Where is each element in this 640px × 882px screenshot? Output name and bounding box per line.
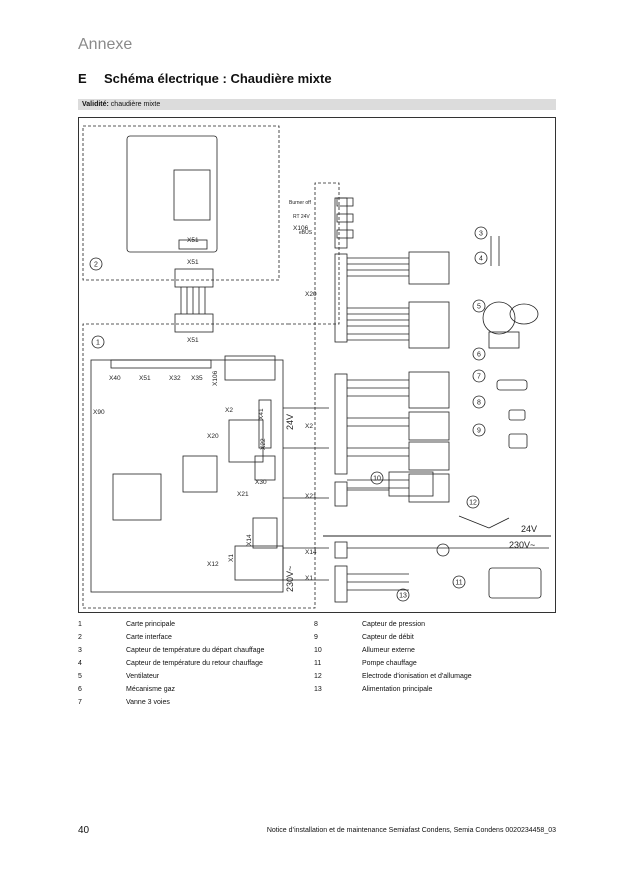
label-burner-off: Burner off xyxy=(289,200,311,206)
label-x32: X32 xyxy=(169,375,181,382)
label-x51-mid: X51 xyxy=(187,259,199,266)
label-ebus: eBUS xyxy=(299,230,313,236)
label-24v-board: 24V xyxy=(285,414,295,430)
label-230v-board: 230V~ xyxy=(285,566,295,592)
section-header: Annexe xyxy=(78,36,133,53)
callout-8: 8 xyxy=(477,400,481,407)
validity-value: chaudière mixte xyxy=(110,101,161,108)
label-x51-top: X51 xyxy=(187,237,199,244)
label-x20: X20 xyxy=(305,291,317,298)
label-x106-board: X106 xyxy=(212,370,219,386)
label-x1-board: X1 xyxy=(228,554,235,562)
label-x14: X14 xyxy=(305,549,317,556)
label-rt24v: RT 24V xyxy=(293,214,310,220)
wiring-diagram: X51 X51 X51 X40 X51 X32 X35 X106 X90 X2 … xyxy=(78,117,556,613)
label-x2: X2 xyxy=(305,423,313,430)
label-x22: X22 xyxy=(260,438,267,450)
label-x21-board: X21 xyxy=(237,491,249,498)
callout-7: 7 xyxy=(477,374,481,381)
interface-display xyxy=(173,169,211,221)
label-x41: X41 xyxy=(258,408,265,420)
footer-doc-title: Notice d’installation et de maintenance … xyxy=(266,827,556,834)
label-x51-bot: X51 xyxy=(187,337,199,344)
callout-10: 10 xyxy=(373,476,381,483)
label-24v-right: 24V xyxy=(521,524,537,534)
label-x106: X106 xyxy=(293,225,309,232)
callout-1: 1 xyxy=(96,340,100,347)
label-x20-board: X20 xyxy=(207,433,219,440)
label-x30: X30 xyxy=(255,479,267,486)
main-board xyxy=(90,359,284,593)
interface-board xyxy=(126,135,218,253)
section-letter: E xyxy=(78,71,87,86)
label-x14-board: X14 xyxy=(246,534,253,546)
callout-4: 4 xyxy=(479,256,483,263)
validity-bar: Validité: chaudière mixte xyxy=(78,99,556,110)
label-x90: X90 xyxy=(93,409,105,416)
label-x1: X1 xyxy=(305,575,313,582)
wiring-diagram-svg: X51 X51 X51 X40 X51 X32 X35 X106 X90 X2 … xyxy=(82,125,551,609)
label-x12: X12 xyxy=(207,561,219,568)
callout-3: 3 xyxy=(479,231,483,238)
callout-2: 2 xyxy=(94,262,98,269)
label-230v-right: 230V~ xyxy=(509,540,535,550)
label-x2-board: X2 xyxy=(225,407,233,414)
callout-13: 13 xyxy=(399,593,407,600)
callout-11: 11 xyxy=(455,580,462,587)
callout-12: 12 xyxy=(469,500,477,507)
label-x51-board: X51 xyxy=(139,375,151,382)
label-x40: X40 xyxy=(109,375,121,382)
section-title: Schéma électrique : Chaudière mixte xyxy=(104,71,332,86)
callout-5: 5 xyxy=(477,304,481,311)
validity-label: Validité: xyxy=(82,101,109,108)
label-x35: X35 xyxy=(191,375,203,382)
callout-6: 6 xyxy=(477,352,481,359)
label-x21: X21 xyxy=(305,493,317,500)
callout-9: 9 xyxy=(477,428,481,435)
page-number: 40 xyxy=(78,825,90,836)
